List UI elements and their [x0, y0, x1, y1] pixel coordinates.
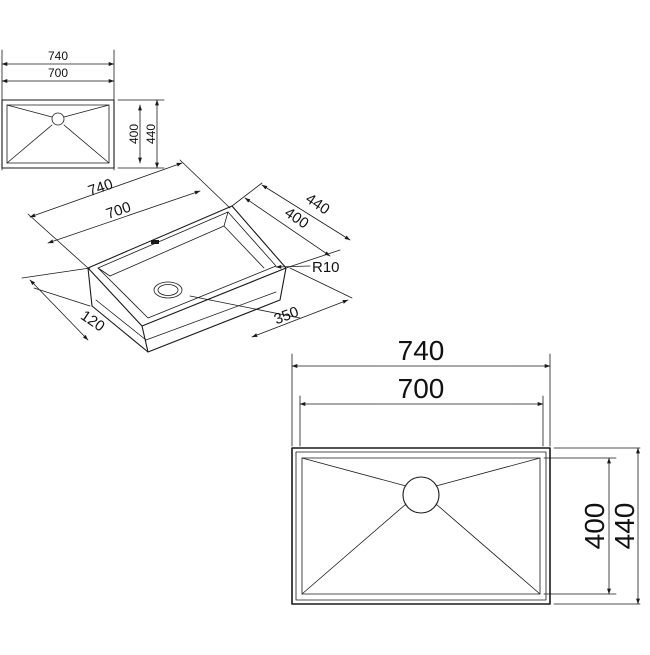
small-top-view: 740 700 400 440	[1, 49, 165, 171]
iso-dim-bowl-height: 120	[77, 307, 107, 335]
large-sink-inner-bowl	[301, 457, 541, 595]
small-dim-inner-width: 700	[48, 66, 68, 80]
iso-corner-radius: R10	[312, 259, 340, 276]
iso-logo-mark	[151, 240, 159, 244]
small-dim-overall-width: 740	[48, 49, 68, 63]
iso-dim-inner-depth: 400	[281, 204, 311, 232]
large-drain-circle	[402, 476, 440, 514]
large-dim-overall-depth: 440	[609, 503, 640, 550]
small-sink-inner-bowl	[6, 104, 110, 164]
iso-dim-drain-offset: 350	[272, 303, 301, 328]
large-top-view: 740 700 400 440	[291, 335, 641, 605]
iso-dim-line-440	[261, 184, 351, 241]
small-dim-overall-depth: 440	[144, 124, 158, 144]
large-dim-overall-width: 740	[398, 335, 445, 366]
small-dim-inner-depth: 400	[127, 124, 141, 144]
large-sink-outer-rim	[291, 447, 551, 605]
iso-drain-inner	[157, 284, 179, 296]
iso-dim-line-400	[244, 197, 331, 257]
small-sink-outer-rim	[1, 99, 115, 169]
iso-sink-rim	[87, 205, 287, 327]
iso-dim-line-700	[47, 190, 201, 244]
small-drain-circle	[51, 112, 65, 126]
iso-dim-line-350	[251, 299, 349, 338]
iso-dim-line-120	[29, 279, 89, 341]
iso-bowl-bottom-edge	[91, 299, 281, 353]
large-dim-inner-width: 700	[398, 373, 445, 404]
large-dim-inner-depth: 400	[579, 503, 610, 550]
iso-drain-outer	[153, 281, 183, 299]
iso-dim-inner-width: 700	[104, 199, 133, 223]
iso-dim-overall-width: 740	[86, 176, 115, 200]
isometric-view: 740 700 440 400 R10	[21, 159, 353, 353]
